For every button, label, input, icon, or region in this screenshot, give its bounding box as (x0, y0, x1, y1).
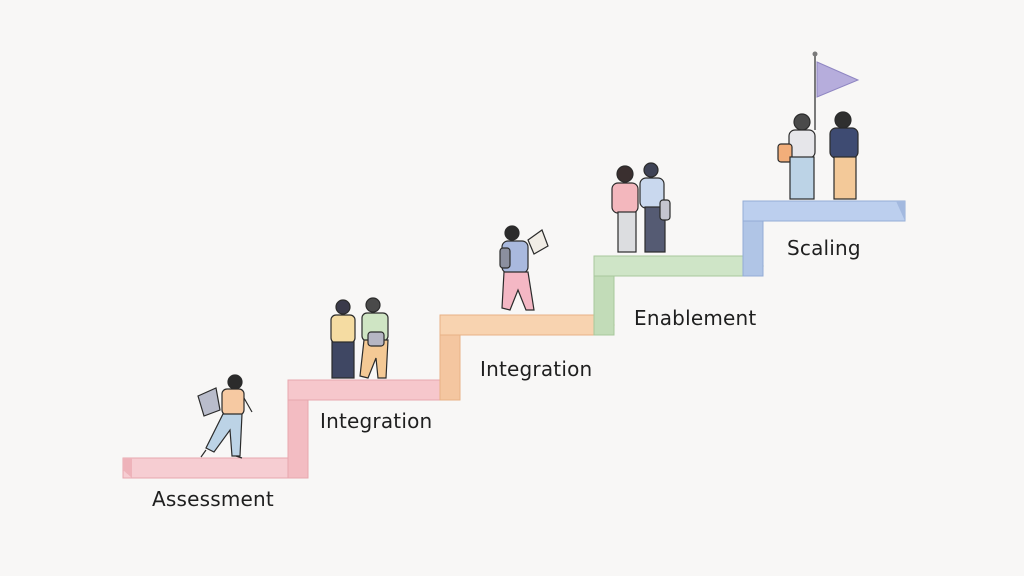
person-pair-talking-icon (611, 162, 671, 253)
person-pair-icon (330, 297, 389, 379)
step-integration-1 (287, 379, 456, 479)
step-label-enablement: Enablement (634, 306, 757, 330)
step-label-integration-1: Integration (320, 409, 433, 433)
person-reading-icon (499, 225, 549, 311)
flag-icon (812, 51, 860, 130)
person-walking-icon (197, 374, 253, 459)
step-label-assessment: Assessment (152, 487, 274, 511)
step-label-integration-2: Integration (480, 357, 593, 381)
step-assessment (122, 457, 291, 479)
person-pair-summit-icon (777, 111, 859, 200)
step-integration-2 (439, 314, 615, 401)
step-scaling (742, 200, 906, 277)
step-label-scaling: Scaling (787, 236, 861, 260)
